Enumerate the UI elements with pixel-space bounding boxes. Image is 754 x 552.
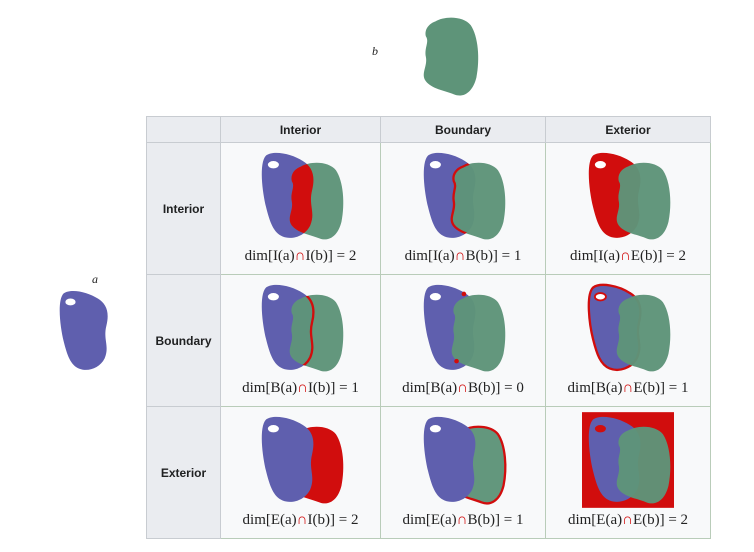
formula-right: B(b)] = 1 bbox=[467, 512, 524, 528]
dimension-formula: dim[E(a)∩E(b)] = 2 bbox=[546, 512, 710, 529]
column-header: Interior bbox=[220, 116, 381, 143]
row-header: Interior bbox=[146, 142, 221, 275]
formula-left: dim[B(a) bbox=[242, 380, 298, 396]
formula-left: dim[I(a) bbox=[404, 248, 455, 264]
matrix-row: Exterior dim[E(a)∩I(b)] = 2 dim[E(a)∩B(b… bbox=[146, 406, 711, 539]
intersection-diagram bbox=[261, 416, 343, 504]
intersection-diagram bbox=[423, 416, 507, 505]
formula-right: B(b)] = 1 bbox=[465, 248, 522, 264]
label-b: b bbox=[372, 44, 378, 58]
intersection-operator: ∩ bbox=[620, 248, 631, 264]
intersection-operator: ∩ bbox=[456, 512, 468, 528]
intersection-operator: ∩ bbox=[294, 248, 306, 264]
dimension-formula: dim[B(a)∩E(b)] = 1 bbox=[546, 380, 710, 397]
matrix-cell-ie: dim[I(a)∩E(b)] = 2 bbox=[545, 142, 711, 275]
formula-right: E(b)] = 1 bbox=[633, 380, 689, 396]
intersection-diagram bbox=[582, 412, 674, 508]
dimension-formula: dim[E(a)∩B(b)] = 1 bbox=[381, 512, 545, 529]
matrix-cell-ii: dim[I(a)∩I(b)] = 2 bbox=[220, 142, 381, 275]
intersection-diagram bbox=[261, 284, 343, 372]
corner-header bbox=[146, 116, 221, 143]
dimension-formula: dim[E(a)∩I(b)] = 2 bbox=[221, 512, 380, 529]
intersection-operator: ∩ bbox=[297, 380, 308, 396]
intersection-operator: ∩ bbox=[457, 380, 468, 396]
matrix-row: Interior dim[I(a)∩I(b)] = 2 dim[I(a)∩B(b… bbox=[146, 142, 711, 275]
shape-a bbox=[59, 290, 108, 370]
matrix-cell-ib: dim[I(a)∩B(b)] = 1 bbox=[380, 142, 546, 275]
intersection-diagram bbox=[423, 284, 506, 372]
matrix-cell-bi: dim[B(a)∩I(b)] = 1 bbox=[220, 274, 381, 407]
formula-right: E(b)] = 2 bbox=[630, 248, 686, 264]
formula-left: dim[B(a) bbox=[567, 380, 623, 396]
intersection-diagram bbox=[423, 152, 506, 240]
intersection-diagram bbox=[588, 152, 671, 240]
intersection-diagram bbox=[587, 283, 671, 372]
shape-b bbox=[423, 17, 479, 96]
intersection-operator: ∩ bbox=[622, 512, 633, 528]
intersection-operator: ∩ bbox=[622, 380, 634, 396]
dimension-formula: dim[B(a)∩B(b)] = 0 bbox=[381, 380, 545, 397]
dimension-formula: dim[B(a)∩I(b)] = 1 bbox=[221, 380, 380, 397]
row-header: Exterior bbox=[146, 406, 221, 539]
row-header: Boundary bbox=[146, 274, 221, 407]
intersection-operator: ∩ bbox=[454, 248, 466, 264]
formula-left: dim[I(a) bbox=[570, 248, 621, 264]
formula-left: dim[E(a) bbox=[242, 512, 297, 528]
matrix-cell-be: dim[B(a)∩E(b)] = 1 bbox=[545, 274, 711, 407]
matrix-cell-bb: dim[B(a)∩B(b)] = 0 bbox=[380, 274, 546, 407]
formula-left: dim[I(a) bbox=[244, 248, 295, 264]
formula-right: I(b)] = 2 bbox=[305, 248, 357, 264]
formula-right: B(b)] = 0 bbox=[467, 380, 524, 396]
matrix-cell-ee: dim[E(a)∩E(b)] = 2 bbox=[545, 406, 711, 539]
dimension-formula: dim[I(a)∩I(b)] = 2 bbox=[221, 248, 380, 265]
de9im-matrix: Interior Boundary Exterior Interior dim[… bbox=[146, 116, 711, 539]
column-header: Boundary bbox=[380, 116, 546, 143]
formula-right: I(b)] = 1 bbox=[307, 380, 359, 396]
formula-left: dim[B(a) bbox=[402, 380, 458, 396]
formula-right: E(b)] = 2 bbox=[632, 512, 689, 528]
formula-left: dim[E(a) bbox=[567, 512, 623, 528]
intersection-diagram bbox=[261, 152, 343, 240]
dimension-formula: dim[I(a)∩E(b)] = 2 bbox=[546, 248, 710, 265]
intersection-operator: ∩ bbox=[296, 512, 308, 528]
formula-right: I(b)] = 2 bbox=[307, 512, 359, 528]
matrix-cell-ei: dim[E(a)∩I(b)] = 2 bbox=[220, 406, 381, 539]
matrix-row: Boundary dim[B(a)∩I(b)] = 1 dim[B(a)∩B(b… bbox=[146, 274, 711, 407]
matrix-cell-eb: dim[E(a)∩B(b)] = 1 bbox=[380, 406, 546, 539]
label-a: a bbox=[92, 272, 98, 286]
formula-left: dim[E(a) bbox=[402, 512, 457, 528]
column-header: Exterior bbox=[545, 116, 711, 143]
dimension-formula: dim[I(a)∩B(b)] = 1 bbox=[381, 248, 545, 265]
